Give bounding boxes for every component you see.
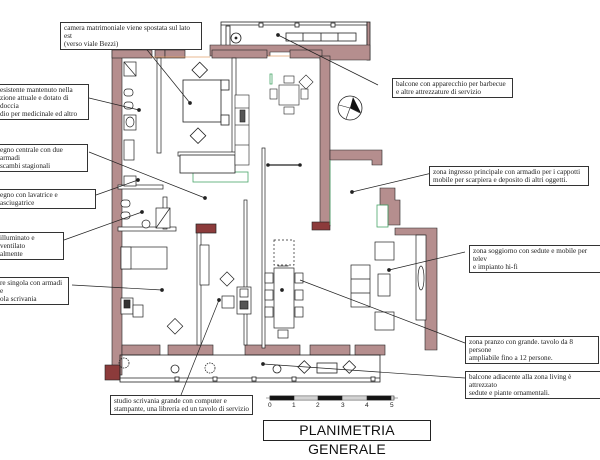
note-studio: studio scrivania grande con computer e s… xyxy=(110,395,253,415)
note-ripostiglio: egno centrale con due armadi scambi stag… xyxy=(0,144,88,172)
note-bagno-principale: esistente mantenuto nella zione attuale … xyxy=(0,84,89,120)
scale-label-5: 5 xyxy=(390,402,394,409)
note-camera-singola: re singola con armadi e ola scrivania xyxy=(0,277,69,305)
scale-label-4: 4 xyxy=(365,402,369,409)
outer-walls xyxy=(104,49,438,381)
note-pranzo: zona pranzo con grande. tavolo da 8 pers… xyxy=(465,336,599,364)
bathroom-fixtures xyxy=(120,61,171,229)
dining-table xyxy=(264,239,304,339)
scale-bar xyxy=(266,395,398,401)
note-soggiorno: zona soggiorno con sedute e mobile per t… xyxy=(469,245,600,273)
note-balcone-living: balcone adiacente alla zona living è att… xyxy=(465,371,600,399)
scale-label-2: 2 xyxy=(316,402,320,409)
study xyxy=(199,244,252,315)
master-bedroom xyxy=(179,61,236,174)
bottom-balcony xyxy=(118,354,381,383)
kitchen xyxy=(234,74,314,167)
plan-title: PLANIMETRIA GENERALE xyxy=(263,420,431,457)
scale-label-3: 3 xyxy=(341,402,345,409)
north-arrow-icon xyxy=(337,95,363,121)
single-bedroom xyxy=(120,246,184,335)
living-furniture xyxy=(350,234,427,331)
scale-label-1: 1 xyxy=(292,402,296,409)
scale-label-0: 0 xyxy=(268,402,272,409)
note-balcone-barbecue: balcone con apparecchio per barbecue e a… xyxy=(392,78,513,98)
note-bagno-secondario: illuminato e ventilato almente xyxy=(0,232,64,260)
note-camera-matrimoniale: camera matrimoniale viene spostata sul l… xyxy=(60,22,202,50)
note-ingresso: zona ingresso principale con armadio per… xyxy=(429,166,589,186)
note-lavanderia: egno con lavatrice e asciugatrice xyxy=(0,189,96,209)
